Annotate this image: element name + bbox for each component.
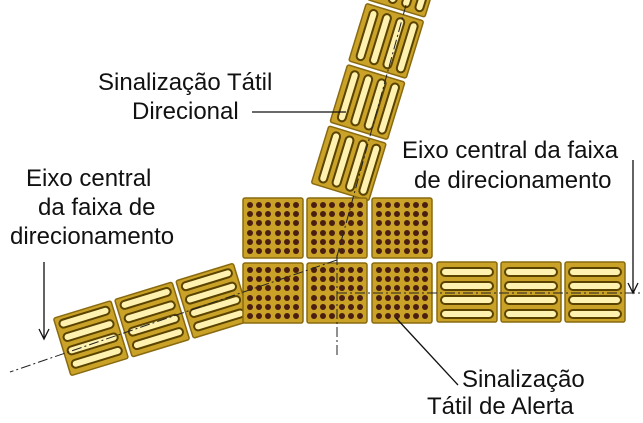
directional-path-left bbox=[52, 262, 252, 377]
centerline-left bbox=[9, 259, 338, 373]
alert-tile bbox=[371, 197, 433, 259]
label-alert-line2: Tátil de Alerta bbox=[427, 393, 574, 420]
arrow-down-icon bbox=[627, 282, 639, 295]
arrow-down-icon bbox=[38, 328, 50, 341]
centerlines bbox=[9, 4, 643, 373]
directional-tile bbox=[329, 63, 406, 141]
directional-tile bbox=[564, 261, 626, 323]
directional-path-right bbox=[436, 261, 626, 323]
label-alert-line1: Sinalização bbox=[462, 366, 585, 393]
alert-tile bbox=[242, 262, 304, 324]
centerline-top bbox=[335, 4, 407, 261]
label-axis-left-line2: da faixa de bbox=[38, 194, 155, 221]
label-axis-left-line3: direcionamento bbox=[10, 223, 174, 250]
directional-tile bbox=[436, 261, 498, 323]
directional-tile bbox=[52, 299, 130, 377]
alert-tile bbox=[306, 197, 368, 259]
directional-tile bbox=[500, 261, 562, 323]
label-directional-line2: Direcional bbox=[132, 98, 239, 125]
label-axis-left-line1: Eixo central bbox=[26, 165, 151, 192]
directional-tile bbox=[310, 124, 388, 202]
leaders bbox=[38, 111, 639, 386]
label-axis-right-line1: Eixo central da faixa bbox=[402, 137, 619, 164]
leader-alert bbox=[395, 317, 459, 386]
directional-tile bbox=[174, 262, 252, 340]
directional-tile bbox=[113, 281, 191, 358]
labels: Sinalização Tátil Direcional Eixo centra… bbox=[10, 69, 619, 420]
label-directional-line1: Sinalização Tátil bbox=[98, 69, 272, 96]
label-axis-right-line2: de direcionamento bbox=[414, 167, 611, 194]
directional-tile bbox=[347, 2, 425, 80]
alert-tile bbox=[242, 197, 304, 259]
